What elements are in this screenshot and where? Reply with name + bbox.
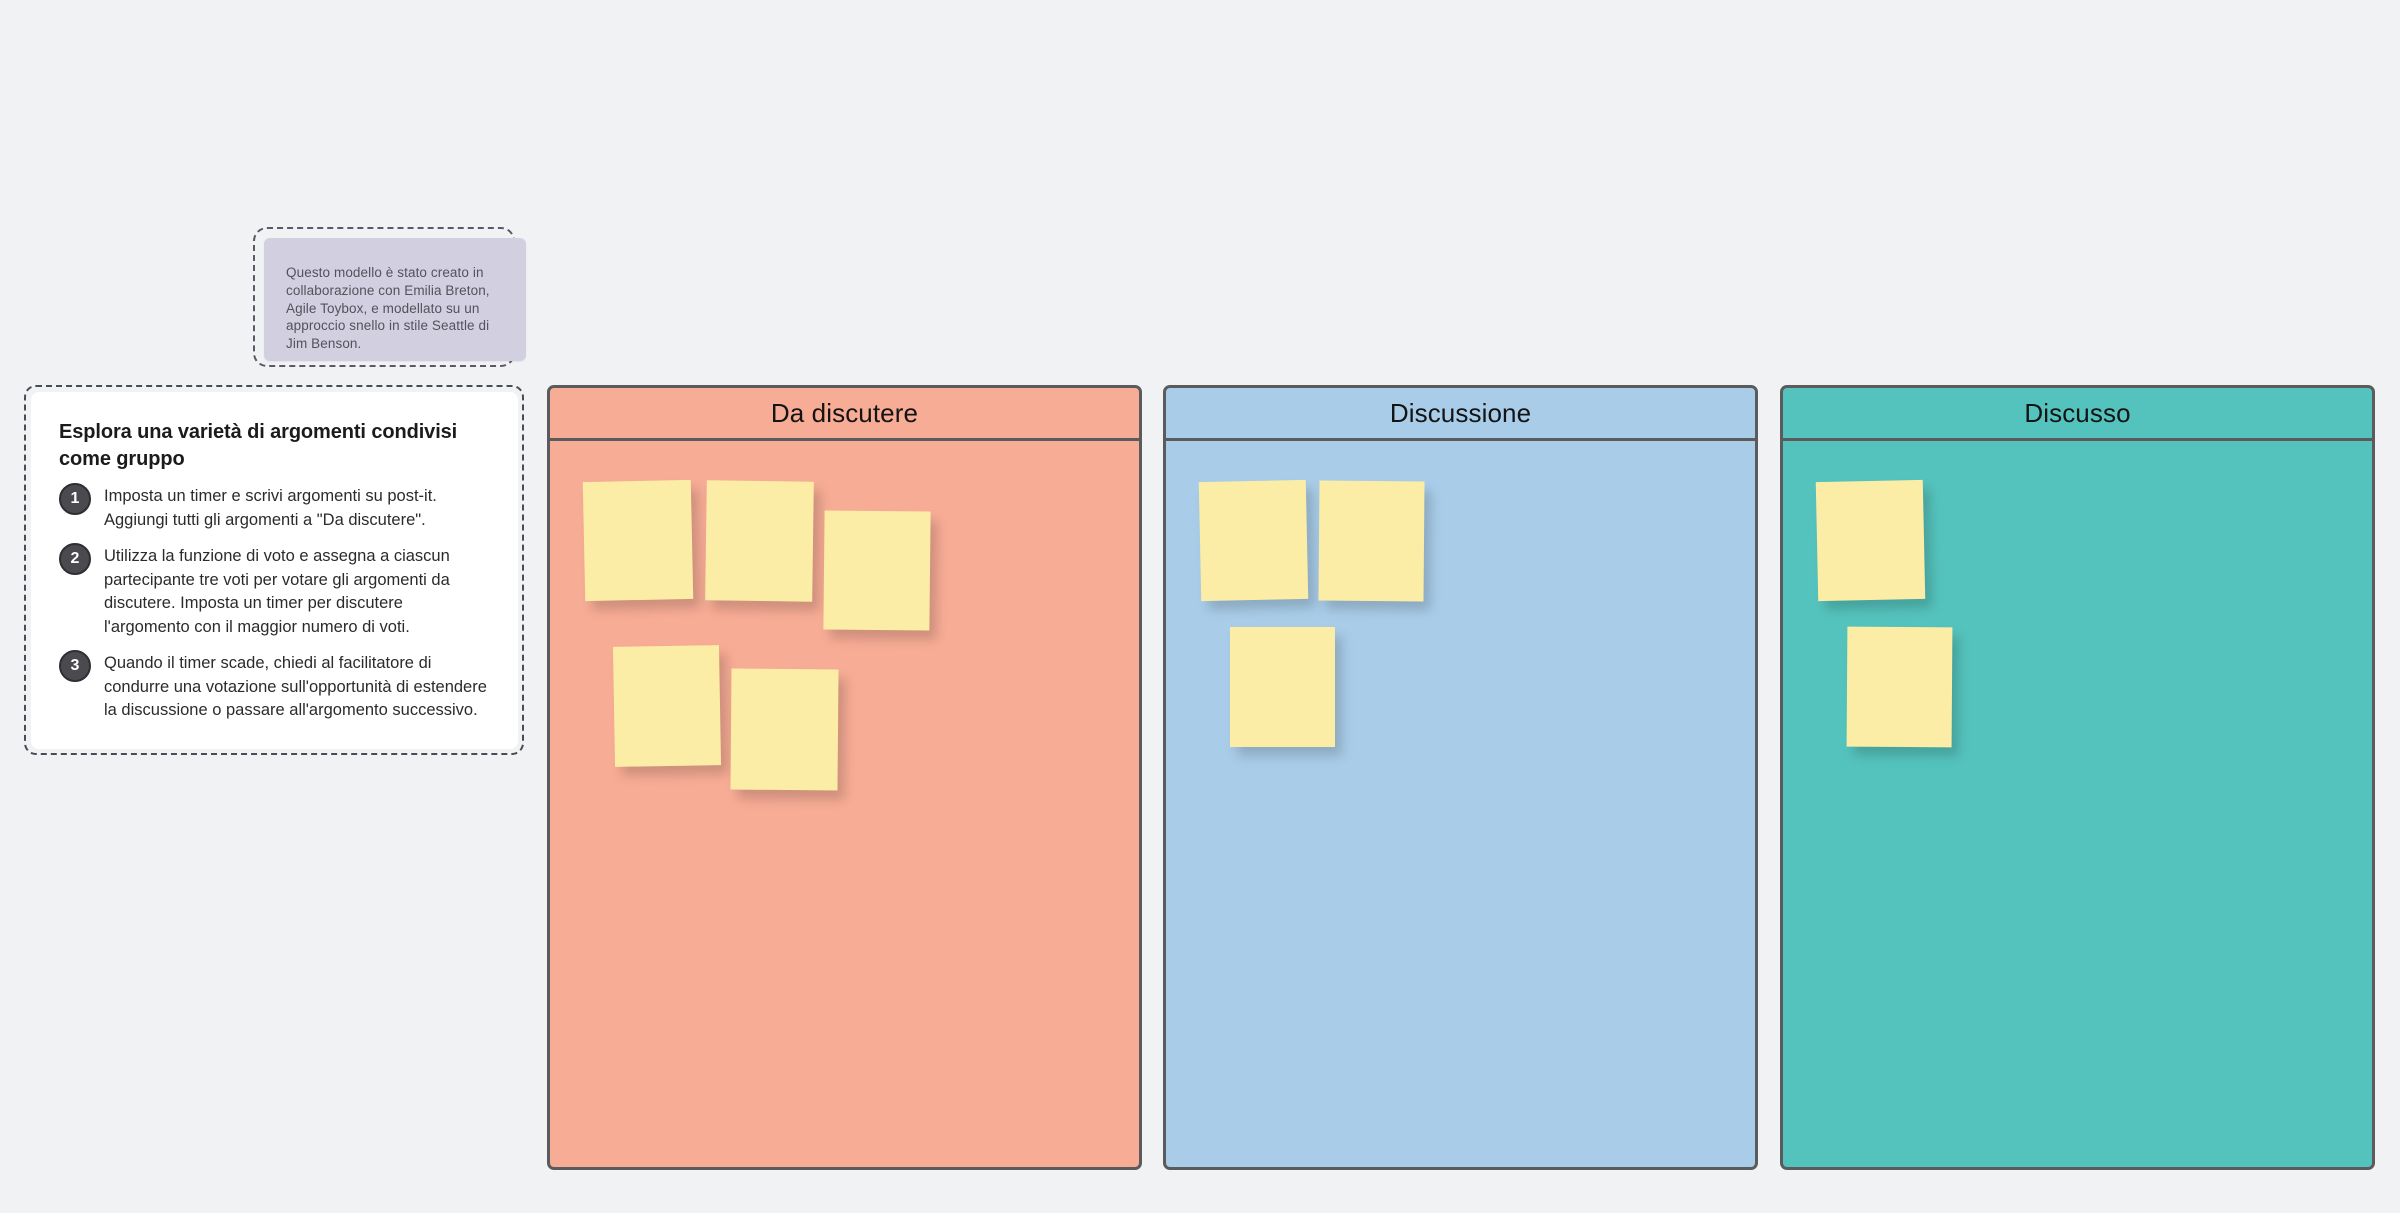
board-column-discussione[interactable]: Discussione	[1163, 385, 1758, 1170]
column-notes-area[interactable]	[1783, 441, 2372, 1164]
step-text: Quando il timer scade, chiedi al facilit…	[104, 653, 487, 720]
step-number-badge: 2	[59, 542, 91, 575]
sticky-note[interactable]	[705, 480, 814, 602]
sticky-note[interactable]	[1230, 627, 1335, 747]
board-column-discusso[interactable]: Discusso	[1780, 385, 2375, 1170]
instructions-title: Esplora una varietà di argomenti condivi…	[59, 421, 458, 471]
step-number-badge: 1	[59, 483, 91, 516]
credit-note[interactable]: Questo modello è stato creato in collabo…	[264, 238, 526, 361]
column-title: Discussione	[1389, 397, 1532, 428]
column-notes-area[interactable]	[1166, 441, 1755, 1164]
column-header[interactable]: Discusso	[1783, 388, 2372, 441]
column-header[interactable]: Discussione	[1166, 388, 1755, 441]
sticky-note[interactable]	[823, 510, 931, 631]
instruction-step: 3 Quando il timer scade, chiedi al facil…	[59, 649, 490, 723]
step-text: Utilizza la funzione di voto e assegna a…	[104, 546, 450, 637]
sticky-note[interactable]	[1846, 626, 1953, 748]
column-notes-area[interactable]	[550, 441, 1139, 1164]
instruction-step: 1 Imposta un timer e scrivi argomenti su…	[59, 482, 490, 533]
sticky-note[interactable]	[730, 668, 839, 791]
sticky-note[interactable]	[1318, 480, 1425, 602]
column-header[interactable]: Da discutere	[550, 388, 1139, 441]
step-text: Imposta un timer e scrivi argomenti su p…	[104, 487, 437, 530]
column-title: Discusso	[2024, 397, 2131, 428]
step-number-badge: 3	[59, 649, 91, 682]
instructions-card[interactable]: Esplora una varietà di argomenti condivi…	[31, 392, 518, 749]
column-title: Da discutere	[770, 397, 919, 428]
sticky-note[interactable]	[1198, 479, 1309, 602]
instruction-step: 2 Utilizza la funzione di voto e assegna…	[59, 542, 490, 640]
credit-note-text: Questo modello è stato creato in collabo…	[286, 265, 490, 352]
instructions-frame	[24, 385, 524, 755]
sticky-note[interactable]	[582, 479, 694, 602]
instruction-steps-list: 1 Imposta un timer e scrivi argomenti su…	[59, 482, 490, 723]
board-column-da-discutere[interactable]: Da discutere	[547, 385, 1142, 1170]
sticky-note[interactable]	[1815, 479, 1926, 602]
sticky-note[interactable]	[612, 645, 722, 767]
